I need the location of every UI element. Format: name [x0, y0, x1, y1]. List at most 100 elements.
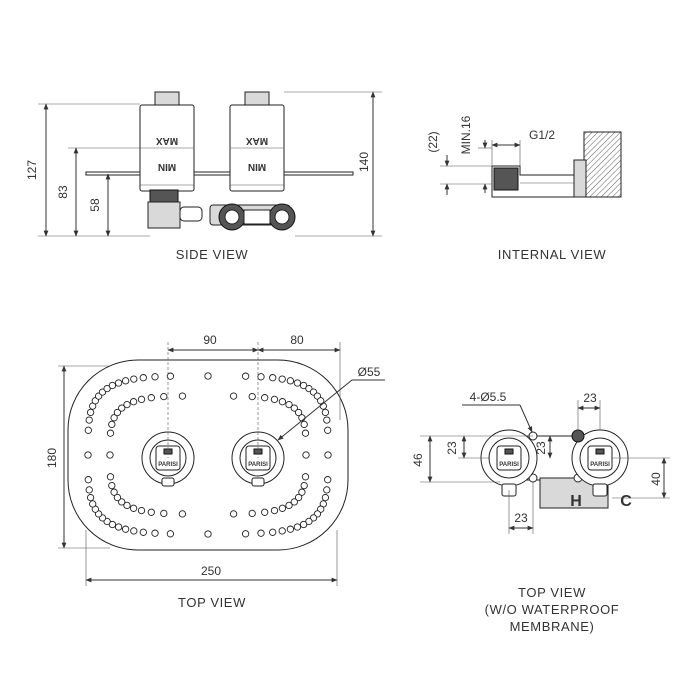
port-h-label: H	[570, 493, 582, 510]
perforation-dot	[290, 498, 298, 506]
top-view-caption: TOP VIEW	[178, 595, 246, 610]
dim-46: 46	[411, 453, 425, 467]
side-view-dimensions: 127 83 58 140	[25, 91, 382, 237]
perforation-dot	[121, 525, 130, 533]
perforation-dot	[270, 506, 279, 515]
left-cartridge: MAX MIN	[139, 91, 203, 229]
perforation-dot	[300, 420, 308, 429]
left-max-label: MAX	[156, 135, 179, 146]
perforation-dot	[151, 373, 159, 381]
top-view-no-membrane-caption-3: MEMBRANE)	[510, 619, 595, 634]
perforation-dot	[261, 394, 269, 402]
left-valve: PARISI	[480, 429, 538, 497]
right-brand: PARISI	[248, 462, 268, 468]
perforation-dot	[305, 517, 313, 526]
top-view-no-membrane-caption-2: (W/O WATERPROOF	[485, 602, 620, 617]
dim-127: 127	[25, 160, 39, 180]
perforation-dot	[293, 379, 302, 387]
perforation-dot	[86, 408, 95, 417]
right-cartridge: MAX MIN	[229, 91, 285, 192]
perforation-dot	[248, 392, 256, 401]
perforation-dot	[84, 451, 92, 459]
perforation-dot	[166, 530, 175, 538]
perforation-dot	[261, 508, 269, 516]
perforation-dot	[178, 392, 187, 400]
perforation-dot	[270, 395, 279, 404]
perforation-dot	[301, 429, 310, 437]
perforation-dot	[286, 525, 295, 533]
side-view-caption: SIDE VIEW	[176, 247, 249, 262]
perforation-dot	[160, 509, 168, 518]
side-view: MAX MIN MAX MIN	[25, 91, 382, 262]
perforation-dot	[229, 392, 238, 400]
perforation-dot	[113, 408, 122, 417]
dim-80: 80	[290, 333, 304, 347]
internal-view-caption: INTERNAL VIEW	[498, 247, 607, 262]
dim-min16: MIN.16	[459, 115, 473, 154]
perforation-dot	[110, 414, 118, 422]
perforation-dot	[114, 523, 123, 531]
dim-58: 58	[88, 198, 102, 212]
perforation-dot	[290, 404, 298, 412]
perforation-dot	[248, 509, 256, 518]
wall-section	[583, 131, 622, 198]
perforation-dot	[204, 530, 212, 538]
perforation-dot	[241, 372, 250, 380]
perforation-dot	[137, 506, 146, 515]
perforation-dot	[257, 529, 265, 537]
perforation-dot	[121, 377, 130, 385]
perforation-dot	[300, 481, 308, 490]
dot-ring-outer	[84, 372, 332, 538]
perforation-dot	[147, 508, 155, 516]
dim-23-mid: 23	[534, 441, 548, 455]
dim-dia55: Ø55	[358, 365, 381, 379]
left-valve-brand: PARISI	[499, 462, 519, 468]
perforation-dot	[286, 377, 295, 385]
perforation-dot	[123, 400, 131, 409]
left-min-label: MIN	[158, 161, 176, 172]
perforation-dot	[298, 488, 306, 496]
dot-ring-inner	[106, 392, 310, 518]
perforation-dot	[85, 486, 93, 494]
right-valve-brand: PARISI	[590, 462, 610, 468]
perforation-dot	[129, 504, 138, 512]
perforation-dot	[324, 451, 332, 459]
perforation-dot	[321, 408, 330, 417]
thread-section	[493, 167, 519, 191]
perforation-dot	[130, 375, 138, 383]
dim-23-top: 23	[583, 391, 597, 405]
right-min-label: MIN	[248, 161, 266, 172]
perforation-dot	[139, 528, 147, 536]
perforation-dot	[285, 400, 293, 409]
dim-holes: 4-Ø5.5	[470, 390, 507, 404]
perforation-dot	[321, 493, 330, 502]
perforation-dot	[178, 510, 187, 518]
perforation-dot	[106, 473, 115, 481]
perforation-dot	[160, 392, 168, 401]
perforation-dot	[229, 510, 238, 518]
perforation-dot	[294, 493, 303, 502]
perforation-dot	[278, 527, 286, 535]
perforation-dot	[147, 394, 155, 402]
perforation-dot	[84, 476, 92, 484]
perforation-dot	[269, 374, 277, 382]
perforation-dot	[139, 374, 147, 382]
dim-83: 83	[56, 185, 70, 199]
perforation-dot	[84, 426, 92, 434]
perforation-dot	[166, 372, 175, 380]
perforation-dot	[324, 426, 332, 434]
perforation-dot	[130, 527, 138, 535]
perforation-dot	[278, 375, 286, 383]
perforation-dot	[108, 381, 117, 390]
perforation-dot	[108, 481, 116, 490]
perforation-dot	[257, 373, 265, 381]
perforation-dot	[285, 501, 293, 510]
top-view-no-membrane: H C PARISI PARISI 4-Ø5.5	[411, 390, 670, 634]
perforation-dot	[106, 429, 115, 437]
perforation-dot	[323, 486, 331, 494]
perforation-dot	[302, 451, 310, 459]
perforation-dot	[118, 498, 126, 506]
dim-180: 180	[45, 448, 59, 468]
perforation-dot	[123, 501, 131, 510]
